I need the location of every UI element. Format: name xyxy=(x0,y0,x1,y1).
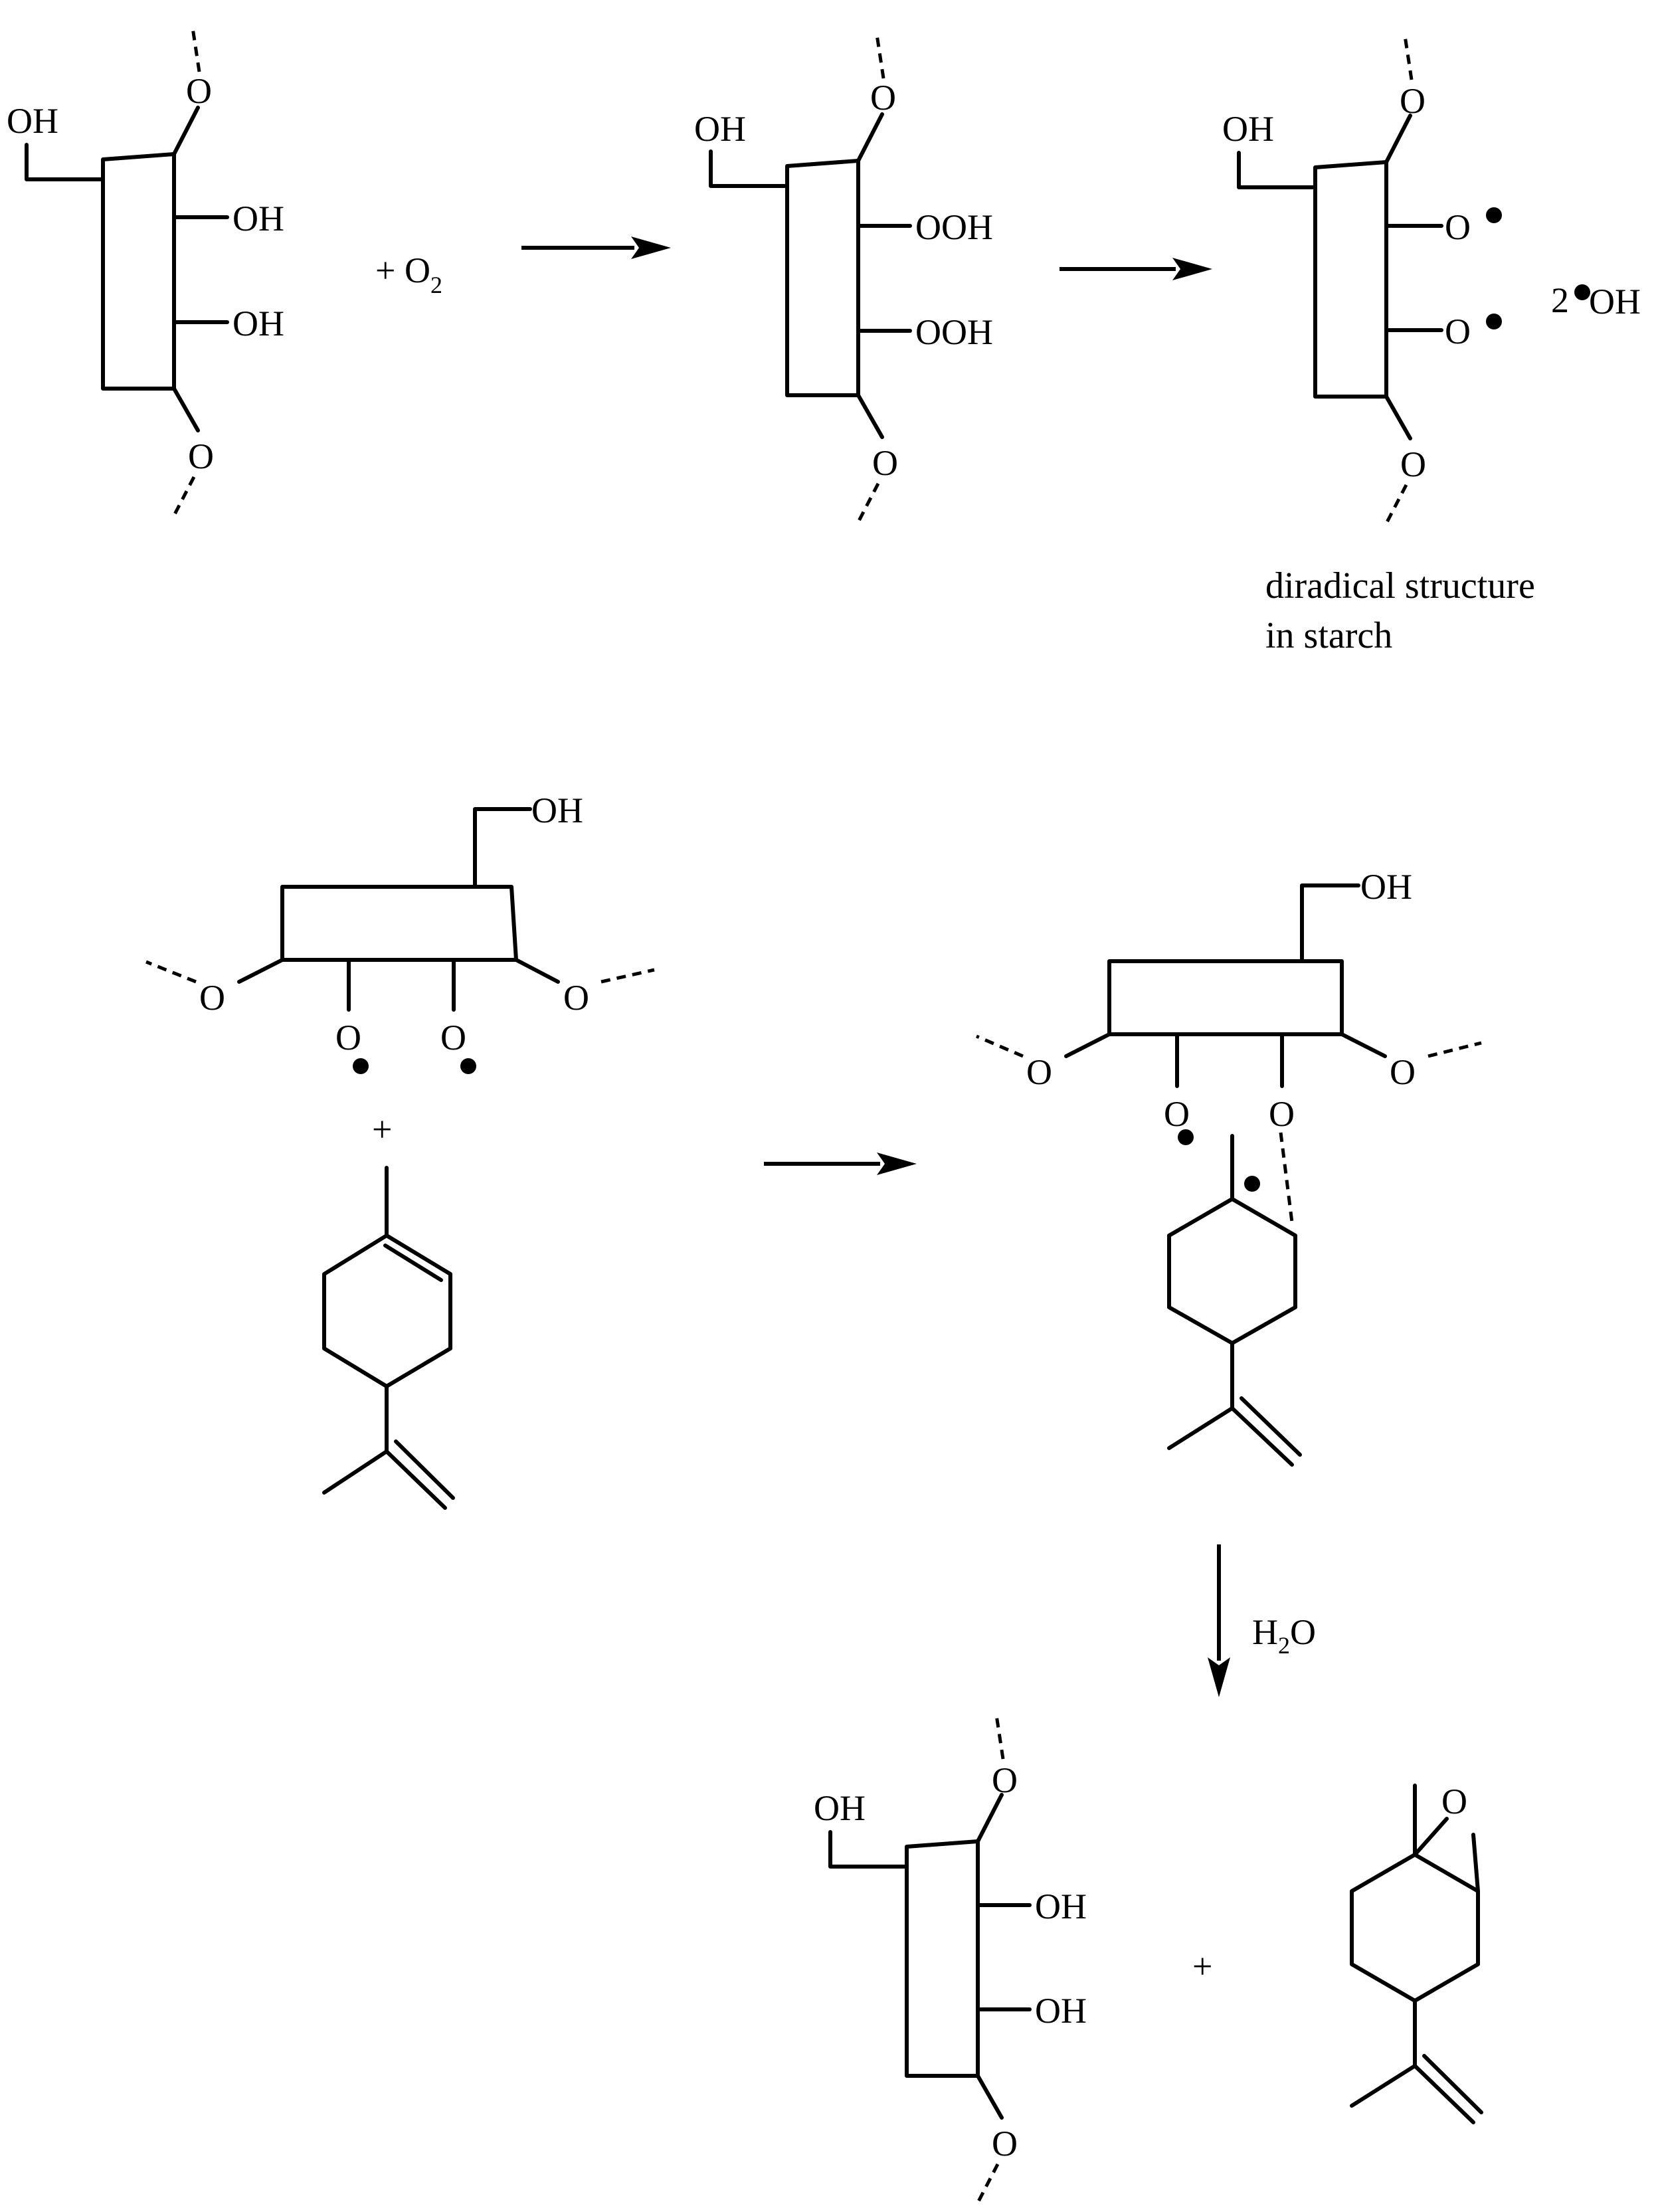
oh-label: OH xyxy=(531,790,583,830)
oh-label: OH xyxy=(232,304,284,343)
oh-label: OH xyxy=(7,101,58,141)
oh-label: OH xyxy=(694,109,746,149)
plus-o-label: + O xyxy=(375,250,430,290)
o-radical-label: O xyxy=(335,1018,361,1058)
radical-dot xyxy=(353,1058,369,1074)
limonene-molecule xyxy=(322,1166,455,1510)
caption-line-1: diradical structure xyxy=(1265,565,1535,606)
subscript-2: 2 xyxy=(430,272,442,298)
starch-diradical-horizontal: OH O O O O xyxy=(145,790,655,1074)
plus-sign: + xyxy=(372,1109,392,1149)
o-radical-label: O xyxy=(1445,312,1471,351)
radical-dot xyxy=(1244,1176,1260,1192)
ring-oxygen-label: O xyxy=(186,71,212,111)
adduct-oxygen-label: O xyxy=(1269,1094,1295,1134)
radical-dot xyxy=(1574,284,1590,300)
ring-oxygen-label: O xyxy=(1400,444,1426,484)
oh-label: OH xyxy=(1035,1991,1087,2031)
ring-oxygen-label: O xyxy=(1400,81,1426,121)
ring-oxygen-label: O xyxy=(870,78,896,118)
o-radical-label: O xyxy=(1164,1094,1190,1134)
oh-label: OH xyxy=(232,199,284,238)
svg-text:H2O: H2O xyxy=(1252,1612,1316,1659)
reaction-arrow-3 xyxy=(764,1152,917,1175)
subscript-2: 2 xyxy=(1278,1632,1290,1659)
starch-unit-reactant: OH O OH OH O xyxy=(7,28,284,515)
ring-oxygen-label: O xyxy=(992,1760,1018,1800)
oh-label: OH xyxy=(814,1788,866,1828)
ring-oxygen-label: O xyxy=(1390,1052,1416,1092)
starch-diradical: OH O O O O xyxy=(1222,36,1502,523)
reaction-arrow-2 xyxy=(1059,258,1212,280)
limonene-oxide-molecule: O xyxy=(1350,1782,1483,2124)
ooh-label: OOH xyxy=(915,207,993,247)
reaction-arrow-4 xyxy=(1208,1544,1230,1697)
diradical-caption: diradical structure in starch xyxy=(1265,565,1535,656)
ring-oxygen-label: O xyxy=(872,443,898,483)
epoxide-oxygen-label: O xyxy=(1441,1782,1467,1821)
radical-dot xyxy=(1486,207,1502,223)
two-prefix: 2 xyxy=(1551,280,1569,320)
o-label: O xyxy=(1290,1612,1316,1652)
oh-label: OH xyxy=(1035,1887,1087,1926)
caption-line-2: in starch xyxy=(1265,615,1392,656)
svg-text:+ O2: + O2 xyxy=(375,250,442,298)
oh-label: OH xyxy=(1360,867,1412,907)
starch-limonene-adduct: OH O O O O xyxy=(976,867,1482,1467)
radical-dot xyxy=(1486,314,1502,329)
oxygen-reagent: + O2 xyxy=(375,250,442,298)
reaction-arrow-1 xyxy=(521,236,671,259)
ring-oxygen-label: O xyxy=(188,436,214,476)
ring-oxygen-label: O xyxy=(199,978,225,1018)
ooh-label: OOH xyxy=(915,312,993,352)
o-radical-label: O xyxy=(1445,207,1471,247)
o-radical-label: O xyxy=(440,1018,466,1058)
radical-dot xyxy=(1178,1129,1194,1145)
ring-oxygen-label: O xyxy=(992,2124,1018,2164)
starch-hydroperoxide: OH O OOH OOH O xyxy=(694,35,993,522)
starch-unit-regenerated: OH O OH OH O xyxy=(814,1715,1087,2203)
oh-label: OH xyxy=(1589,282,1641,322)
ring-oxygen-label: O xyxy=(1026,1052,1052,1092)
water-reagent: H2O xyxy=(1252,1612,1316,1659)
oh-label: OH xyxy=(1222,109,1274,149)
plus-sign: + xyxy=(1192,1946,1212,1986)
radical-dot xyxy=(460,1058,476,1074)
ring-oxygen-label: O xyxy=(563,978,589,1018)
h-label: H xyxy=(1252,1612,1278,1652)
hydroxyl-radical-pair: 2 OH xyxy=(1551,280,1641,322)
